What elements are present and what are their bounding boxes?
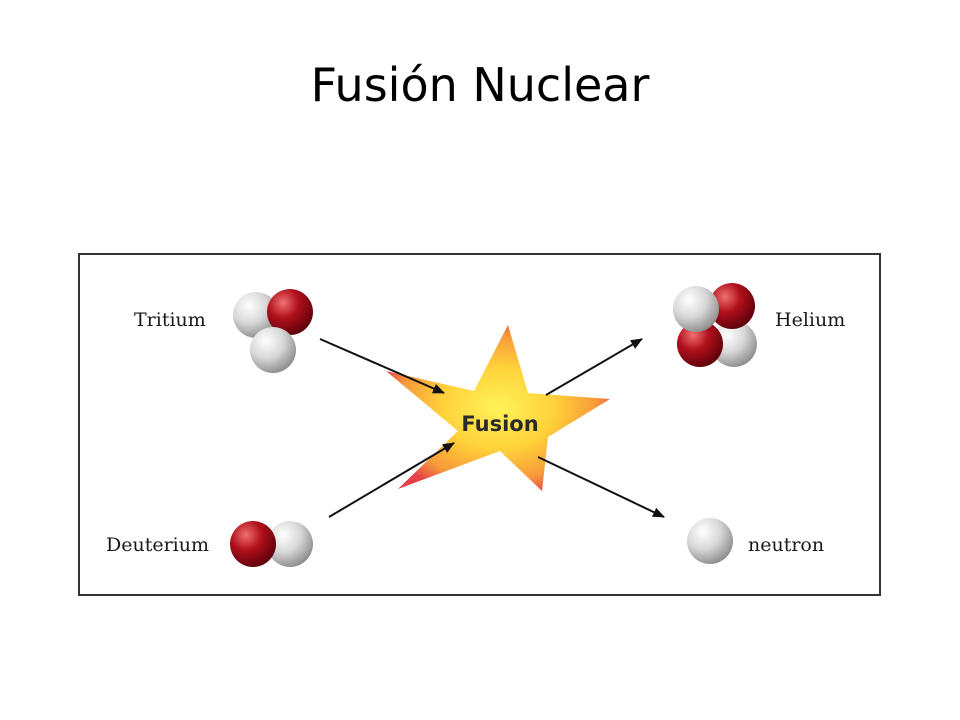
- arrow-deuterium-to-fusion: [328, 442, 455, 518]
- neutron-sphere: [673, 286, 719, 332]
- neutron-sphere: [711, 321, 757, 367]
- proton-sphere: [267, 289, 313, 335]
- fusion-diagram: Fusion Tritium Deuterium Helium neutron: [78, 253, 881, 596]
- proton-sphere: [677, 321, 723, 367]
- proton-sphere: [709, 283, 755, 329]
- arrow-fusion-to-neutron: [537, 456, 665, 518]
- proton-sphere: [230, 521, 276, 567]
- arrow-tritium-to-fusion: [319, 338, 445, 394]
- tritium-label: Tritium: [134, 309, 206, 331]
- helium-label: Helium: [775, 309, 845, 331]
- arrow-fusion-to-helium: [545, 338, 643, 396]
- neutron-sphere: [267, 521, 313, 567]
- helium-nucleus: [673, 283, 757, 367]
- deuterium-nucleus: [230, 521, 313, 567]
- free-neutron-sphere: [687, 518, 733, 564]
- tritium-nucleus: [233, 289, 313, 373]
- fusion-label: Fusion: [461, 412, 538, 436]
- deuterium-label: Deuterium: [106, 534, 209, 556]
- slide-title: Fusión Nuclear: [310, 58, 650, 112]
- neutron-label: neutron: [748, 534, 824, 556]
- neutron-sphere: [233, 292, 279, 338]
- neutron-sphere: [250, 327, 296, 373]
- fusion-diagram-svg: Fusion Tritium Deuterium Helium neutron: [106, 283, 845, 567]
